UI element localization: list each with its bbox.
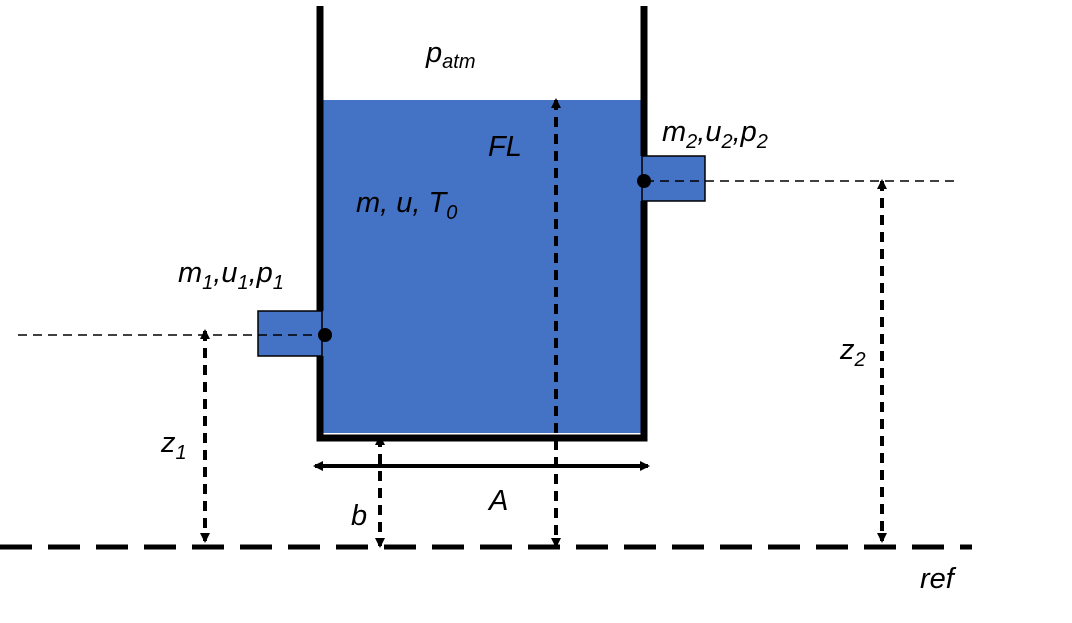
- tank-walls: [316, 6, 648, 442]
- p-atm-label: patm: [425, 37, 475, 73]
- inlet-port-dot: [318, 328, 332, 342]
- fl-label: FL: [488, 131, 522, 163]
- ref-label: ref: [920, 563, 957, 595]
- z1-label: z1: [160, 427, 187, 464]
- inlet-nozzle: [257, 310, 323, 357]
- a-label: A: [487, 485, 508, 517]
- tank-state-label: m, u, T0: [356, 187, 457, 224]
- liquid-fill: [322, 100, 642, 433]
- outlet-label: m2,u2,p2: [662, 116, 768, 153]
- z2-label: z2: [839, 334, 866, 371]
- outlet-nozzle: [641, 155, 706, 202]
- b-label: b: [351, 500, 367, 532]
- outlet-port-dot: [637, 174, 651, 188]
- inlet-label: m1,u1,p1: [178, 257, 284, 294]
